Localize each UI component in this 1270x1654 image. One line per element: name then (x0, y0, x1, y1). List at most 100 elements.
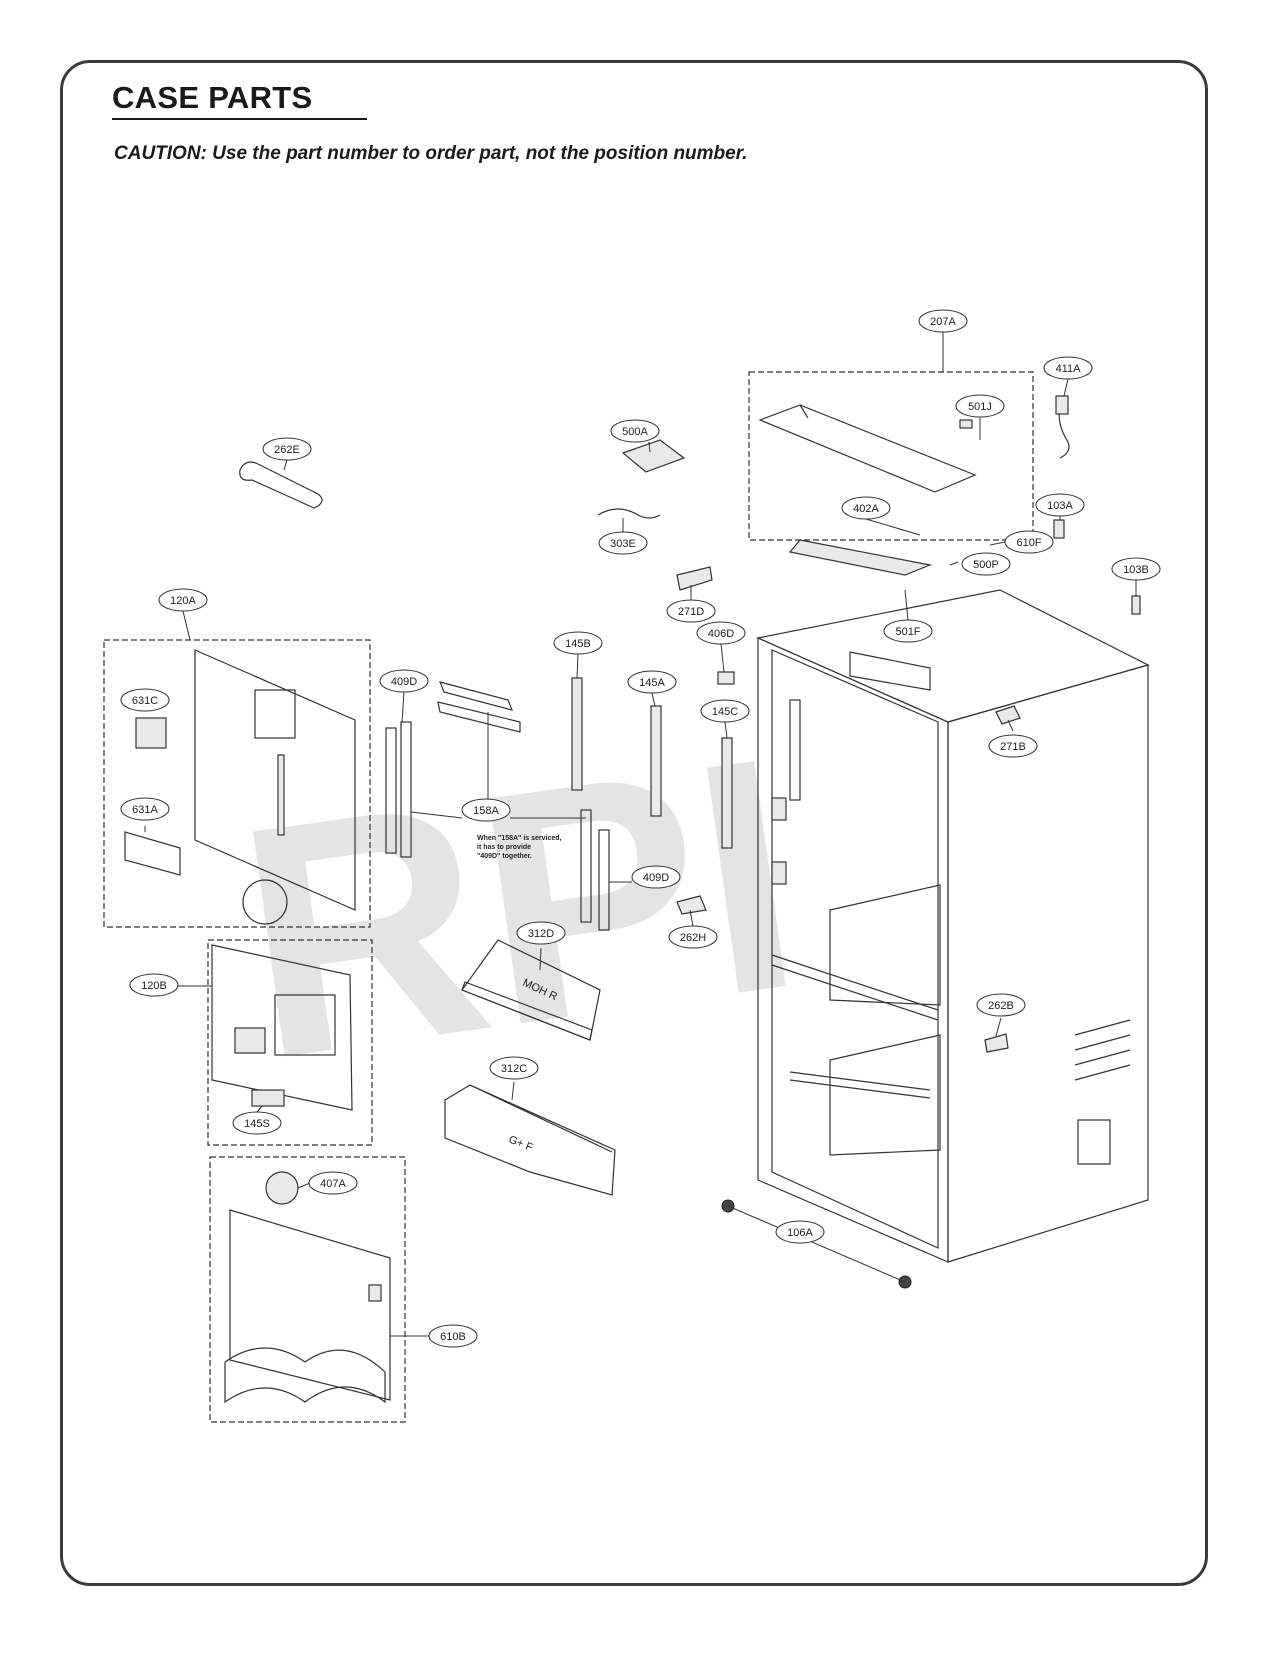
bracket-262h (676, 895, 707, 915)
svg-text:106A: 106A (787, 1227, 813, 1239)
bubble-610f: 610F (1004, 530, 1054, 554)
bubble-409d-bottom: 409D (631, 865, 681, 889)
bubble-501j: 501J (955, 394, 1005, 418)
svg-text:120B: 120B (141, 980, 167, 992)
svg-text:631A: 631A (132, 804, 158, 816)
bubble-271b: 271B (988, 734, 1038, 758)
power-cord-411a (1055, 395, 1070, 459)
bubble-120b: 120B (129, 973, 179, 997)
svg-text:145A: 145A (639, 677, 665, 689)
bubble-158a: 158A (461, 798, 511, 822)
gasket-strips (385, 681, 610, 931)
title-underline (112, 118, 367, 120)
note-line-2: it has to provide (477, 844, 531, 851)
bubble-610b: 610B (428, 1324, 478, 1348)
page-frame (60, 60, 1208, 1586)
control-board-500a (621, 439, 686, 473)
group-box-120a (103, 639, 371, 928)
switch-103b (1131, 595, 1141, 615)
wire-303e (597, 508, 661, 519)
svg-text:158A: 158A (473, 805, 499, 817)
svg-text:120A: 120A (170, 595, 196, 607)
svg-text:145S: 145S (244, 1118, 270, 1130)
svg-text:145B: 145B (565, 638, 591, 650)
svg-text:610F: 610F (1016, 537, 1041, 549)
bubble-303e: 303E (598, 531, 648, 555)
svg-text:406D: 406D (708, 628, 734, 640)
bubble-411a: 411A (1043, 356, 1093, 380)
top-cover-plate (758, 404, 977, 576)
bubble-106a: 106A (775, 1220, 825, 1244)
bracket-406d (717, 671, 735, 685)
bubble-409d-top: 409D (379, 669, 429, 693)
svg-text:312C: 312C (501, 1063, 527, 1075)
bubble-103b: 103B (1111, 557, 1161, 581)
bubble-312c: 312C (489, 1056, 539, 1080)
svg-text:262B: 262B (988, 1000, 1014, 1012)
svg-text:501J: 501J (968, 401, 992, 413)
switch-103a (1053, 519, 1065, 539)
svg-text:500A: 500A (622, 426, 648, 438)
door-assembly-610b (224, 1171, 391, 1404)
bubble-271d: 271D (666, 599, 716, 623)
bubble-103a: 103A (1035, 493, 1085, 517)
group-box-207a (748, 371, 1034, 541)
door-panel-120a (124, 649, 356, 925)
svg-text:501F: 501F (895, 626, 920, 638)
caution-note: CAUTION: Use the part number to order pa… (114, 143, 748, 164)
svg-text:409D: 409D (391, 676, 417, 688)
bubble-500a: 500A (610, 419, 660, 443)
svg-text:303E: 303E (610, 538, 636, 550)
svg-text:262E: 262E (274, 444, 300, 456)
bubble-262b: 262B (976, 993, 1026, 1017)
bubble-145b: 145B (553, 631, 603, 655)
svg-text:631C: 631C (132, 695, 158, 707)
svg-text:262H: 262H (680, 932, 706, 944)
note-line-1: When "158A" is serviced, (477, 835, 562, 842)
trim-145c (721, 737, 733, 849)
svg-text:411A: 411A (1056, 363, 1082, 375)
svg-text:145C: 145C (712, 706, 738, 718)
door-inner-120b (211, 944, 353, 1111)
bubble-407a: 407A (308, 1171, 358, 1195)
bubble-402a: 402A (841, 496, 891, 520)
bubble-207a: 207A (918, 309, 968, 333)
bubble-262e: 262E (262, 437, 312, 461)
part-bubbles: 207A 411A 501J 500A 262E 402A 103A 303E … (120, 309, 1161, 1348)
svg-text:103B: 103B (1123, 564, 1149, 576)
shelf-312c: G+ F (444, 1084, 616, 1196)
svg-text:G+ F: G+ F (507, 1134, 535, 1155)
svg-text:103A: 103A (1047, 500, 1073, 512)
bubble-145c: 145C (700, 699, 750, 723)
bubble-262h: 262H (668, 925, 718, 949)
group-box-120b (207, 939, 373, 1146)
leader-lines (144, 332, 1137, 1337)
bubble-501f: 501F (883, 619, 933, 643)
hinge-271b (995, 705, 1021, 725)
svg-text:271B: 271B (1000, 741, 1026, 753)
note-line-3: "409D" together. (477, 853, 532, 860)
trim-145a (650, 705, 662, 817)
svg-text:271D: 271D (678, 606, 704, 618)
trim-145b (571, 677, 583, 791)
hinge-271d (676, 566, 713, 591)
bubble-145s: 145S (232, 1111, 282, 1135)
refrigerator-cabinet (756, 589, 1150, 1263)
bubble-145a: 145A (627, 670, 677, 694)
svg-text:312D: 312D (528, 928, 554, 940)
svg-text:409D: 409D (643, 872, 669, 884)
bubble-312d: 312D (516, 921, 566, 945)
spanner-262e (239, 461, 323, 509)
bubble-406d: 406D (696, 621, 746, 645)
svg-text:407A: 407A (320, 1178, 346, 1190)
bubble-631a: 631A (120, 797, 170, 821)
bubble-500p: 500P (961, 552, 1011, 576)
svg-text:207A: 207A (930, 316, 956, 328)
svg-text:402A: 402A (853, 503, 879, 515)
bracket-262b (984, 1033, 1009, 1053)
group-box-610b (209, 1156, 406, 1423)
svg-text:610B: 610B (440, 1331, 466, 1343)
bubble-120a: 120A (158, 588, 208, 612)
svg-text:500P: 500P (973, 559, 999, 571)
